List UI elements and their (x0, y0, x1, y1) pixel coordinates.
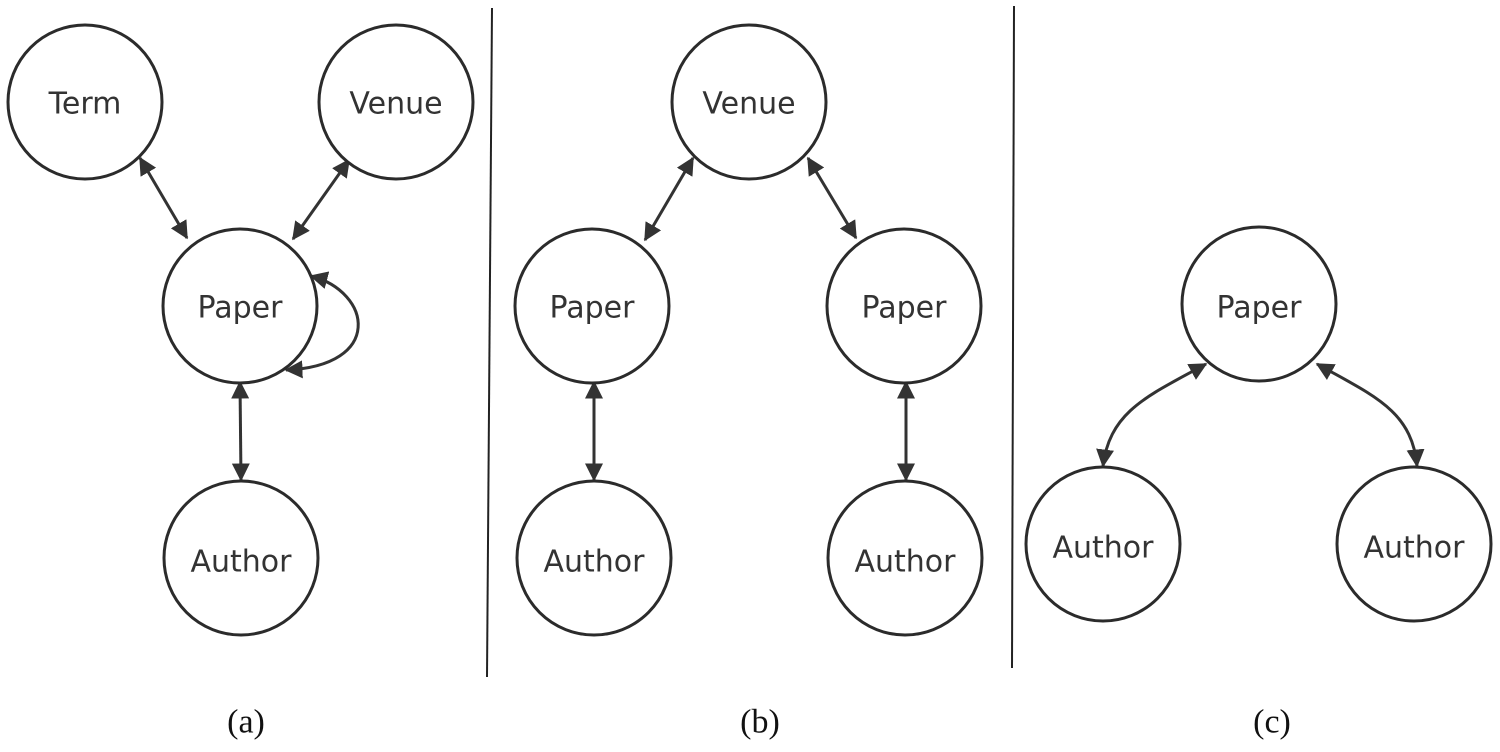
node-term-label: Term (48, 87, 122, 122)
separator-line-right (1011, 5, 1015, 669)
node-author: Author (162, 479, 320, 637)
node-paper: Paper (1180, 225, 1338, 383)
node-venue-label: Venue (702, 87, 795, 122)
node-author-right: Author (1335, 465, 1493, 623)
panel-a: Term Venue Paper Author (a) (6, 23, 475, 741)
edge-paper-author-left (1096, 362, 1208, 468)
node-venue: Venue (670, 23, 828, 181)
node-author-right: Author (826, 479, 984, 637)
separator-line-left (486, 7, 493, 678)
edge-venue-paper (291, 158, 351, 241)
node-term: Term (6, 23, 164, 181)
node-author-left-label: Author (543, 545, 645, 580)
node-venue: Venue (317, 23, 475, 181)
node-author-right-label: Author (1363, 531, 1465, 566)
edge-venue-paper-left (643, 156, 695, 242)
panel-c: Paper Author Author (c) (1024, 225, 1493, 741)
node-paper-left: Paper (513, 227, 671, 385)
node-author-label: Author (190, 545, 292, 580)
panel-c-caption: (c) (1253, 704, 1291, 741)
node-venue-label: Venue (349, 87, 442, 122)
node-paper-label: Paper (198, 291, 284, 326)
node-paper: Paper (161, 227, 319, 385)
edge-paper-author (231, 380, 250, 482)
node-paper-left-label: Paper (550, 291, 636, 326)
panel-b: Venue Paper Paper Author Author (b) (513, 23, 984, 741)
node-author-left: Author (515, 479, 673, 637)
node-author-right-label: Author (854, 545, 956, 580)
edge-term-paper (138, 156, 189, 240)
edge-paper-author-right (1315, 362, 1425, 468)
node-author-left: Author (1024, 465, 1182, 623)
node-paper-right: Paper (825, 227, 983, 385)
panel-a-caption: (a) (227, 704, 265, 741)
node-paper-right-label: Paper (862, 291, 948, 326)
edge-paper-self-loop (284, 271, 360, 379)
panel-b-caption: (b) (740, 704, 780, 741)
edge-venue-paper-right (806, 156, 858, 240)
node-author-left-label: Author (1052, 531, 1154, 566)
node-paper-label: Paper (1217, 291, 1303, 326)
